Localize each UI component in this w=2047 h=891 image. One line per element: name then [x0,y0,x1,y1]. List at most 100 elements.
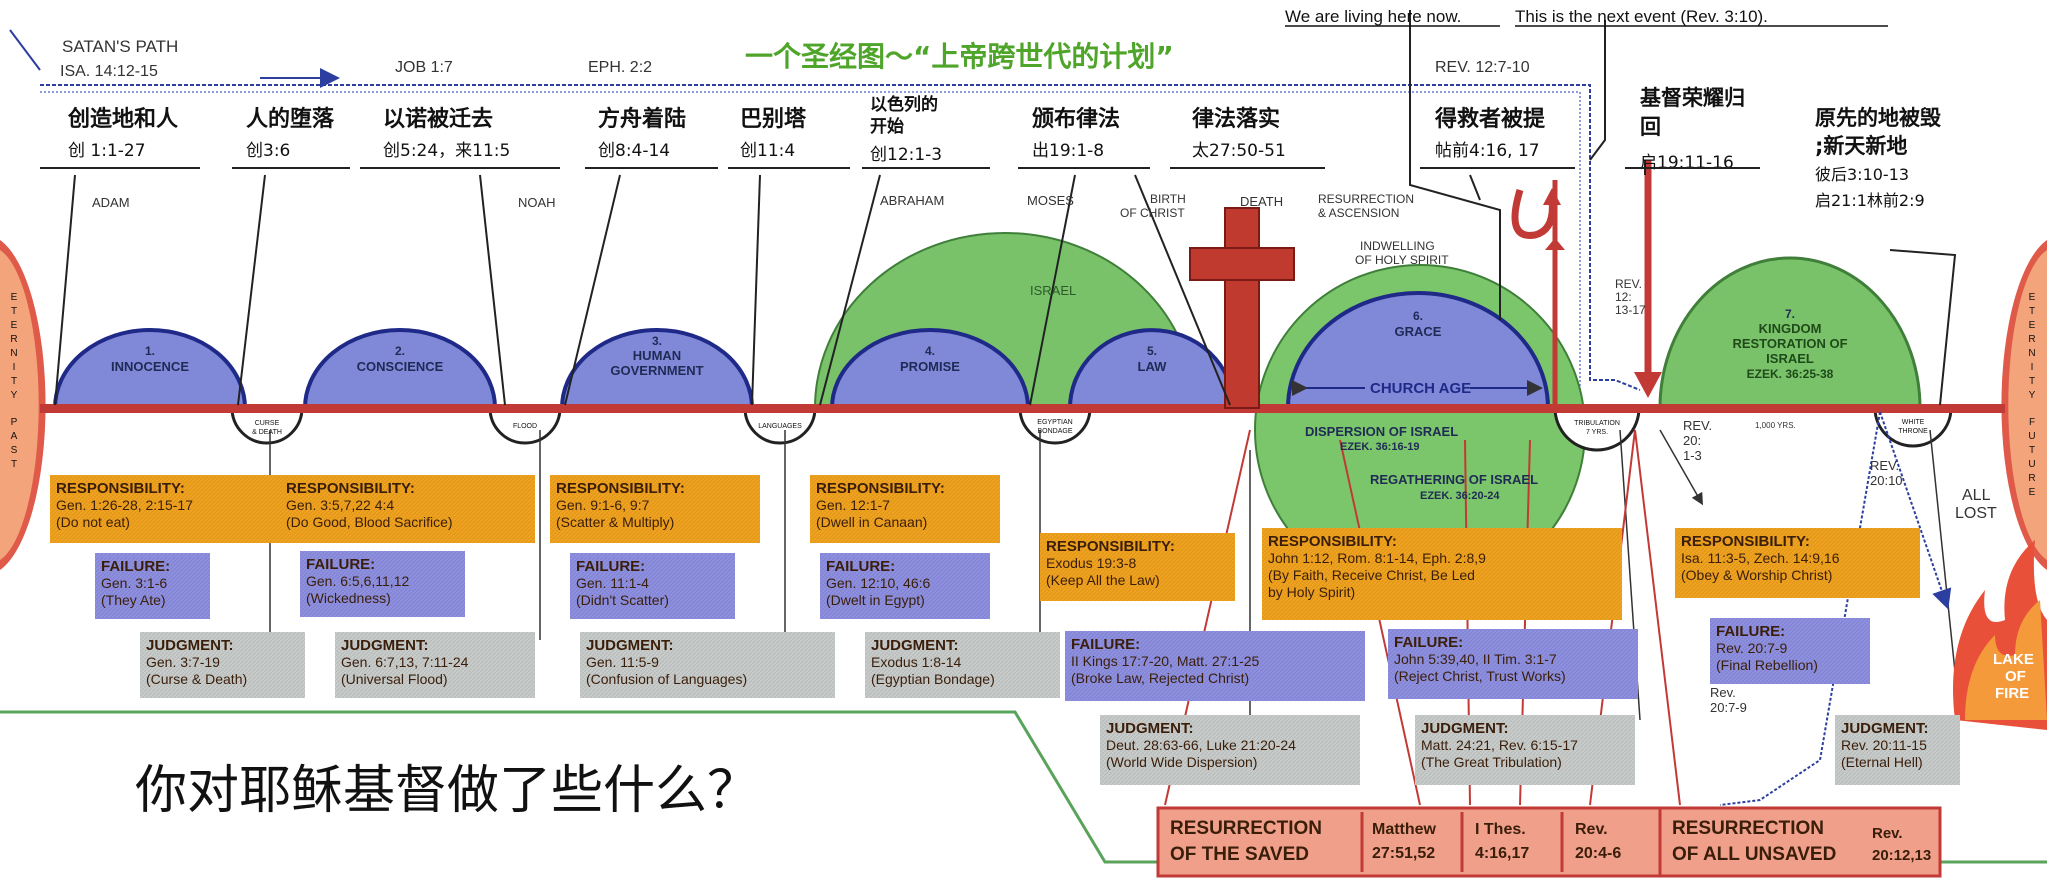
kingdom-dome [1658,256,1922,410]
event-ref: 彼后3:10-13 [1815,165,1909,184]
judgment-box-note: (Universal Flood) [341,671,448,687]
responsibility-box-ref: Gen. 1:26-28, 2:15-17 [56,497,193,513]
dispensation-name: LAW [1138,359,1168,374]
lake-of-fire-icon [1953,540,2047,730]
timeline-axis [40,404,2005,413]
event-title: 以诺被迁去 [383,106,493,132]
adam-label: ADAM [92,195,130,210]
responsibility-box-label: RESPONSIBILITY: [1268,533,1397,550]
event-ref: 创5:24，来11:5 [383,141,510,161]
responsibility-box-ref: Isa. 11:3-5, Zech. 14:9,16 [1681,550,1840,566]
rev-ref: REV. 12:7-10 [1435,59,1530,76]
satans-path-line [40,84,1641,391]
resurrection-saved-ref: 20:4-6 [1575,845,1621,862]
dispersion-ref: EZEK. 36:16-19 [1340,441,1419,453]
resurrection-saved-ref: 4:16,17 [1475,845,1529,862]
judgment-box-ref: Gen. 11:5-9 [586,654,659,670]
dispensation-name: GOVERNMENT [610,363,703,378]
chart-title: 一个圣经图～“上帝跨世代的计划” [745,40,1174,73]
event-ref: 创12:1-3 [870,145,942,165]
eternity-future-letter: U [2028,431,2035,442]
judgment-box-ref: Rev. 20:11-15 [1841,737,1927,753]
event-ref: 创11:4 [740,141,795,161]
responsibility-box-note: (By Faith, Receive Christ, Be Led [1268,567,1475,583]
death-label: DEATH [1240,194,1283,209]
eternity-future-letter: F [2029,417,2035,428]
failure-box-ref: Gen. 11:1-4 [576,575,649,591]
rev-20-7-9-label: Rev.20:7-9 [1710,685,1747,715]
failure-box: FAILURE:Gen. 3:1-6(They Ate) [95,553,210,619]
eternity-past-letter: T [11,459,17,470]
cross-icon [1189,207,1295,409]
noah-label: NOAH [518,195,556,210]
valley-label: TRIBULATION [1574,420,1620,427]
resurrection-saved-ref: Matthew [1372,821,1437,838]
responsibility-box-note: (Dwell in Canaan) [816,514,927,530]
judgment-box: JUDGMENT:Gen. 3:7-19(Curse & Death) [140,632,305,698]
event-ref: 创8:4-14 [598,141,670,161]
responsibility-box: RESPONSIBILITY:Isa. 11:3-5, Zech. 14:9,1… [1675,528,1920,598]
responsibility-box-label: RESPONSIBILITY: [1681,533,1810,550]
judgment-box-note: (The Great Tribulation) [1421,754,1562,770]
dispensation-name: ISRAEL [1766,351,1814,366]
resurrection-saved-label: RESURRECTION [1170,818,1322,839]
eternity-future-letter: E [2029,487,2036,498]
responsibility-box-ref: John 1:12, Rom. 8:1-14, Eph. 2:8,9 [1268,550,1486,566]
event-ref: 创 1:1-27 [68,141,146,161]
dispensation-name: HUMAN [633,348,681,363]
dispensation-number: 4. [925,344,935,358]
dispensation-name: RESTORATION OF [1732,336,1847,351]
responsibility-box-note: by Holy Spirit) [1268,584,1355,600]
church-age-label: CHURCH AGE [1370,380,1471,397]
eternity-future-letter: N [2028,348,2035,359]
failure-box-note: (Wickedness) [306,590,391,606]
judgment-box-ref: Deut. 28:63-66, Luke 21:20-24 [1106,737,1296,753]
judgment-box-label: JUDGMENT: [1106,720,1194,737]
event-title: 原先的地被毁 [1815,106,1941,130]
event-title: 颁布律法 [1032,106,1120,132]
failure-box-note: (Reject Christ, Trust Works) [1394,668,1566,684]
satans-path-line-inner [40,91,1581,392]
dispensation-name: KINGDOM [1759,321,1822,336]
failure-box-ref: Gen. 12:10, 46:6 [826,575,931,591]
event-ref: 启21:1林前2:9 [1815,191,1925,210]
eternity-future-letter: I [2031,362,2034,373]
eternity-future-letter: T [2029,445,2035,456]
eph-ref: EPH. 2:2 [588,59,652,76]
responsibility-box: RESPONSIBILITY:Gen. 12:1-7(Dwell in Cana… [810,475,1000,543]
judgment-box-note: (Egyptian Bondage) [871,671,995,687]
abraham-label: ABRAHAM [880,193,944,208]
valley-label: BONDAGE [1037,428,1072,435]
judgment-box-label: JUDGMENT: [871,637,959,654]
dispensation-name: GRACE [1395,324,1442,339]
satan-start-line [9,29,41,71]
dispensation-domes [52,291,1551,410]
responsibility-box: RESPONSIBILITY:Exodus 19:3-8(Keep All th… [1040,533,1235,601]
valley-label: 7 YRS. [1586,429,1608,436]
failure-box: FAILURE:Rev. 20:7-9(Final Rebellion) [1710,618,1870,684]
dispensation-number: 7. [1785,307,1795,321]
failure-box-note: (They Ate) [101,592,166,608]
responsibility-box-ref: Gen. 3:5,7,22 4:4 [286,497,394,513]
u-turn-arrow [1511,188,1556,239]
dispensation-name: PROMISE [900,359,960,374]
eternity-future-letter: E [2029,320,2036,331]
event-ref: 太27:50-51 [1192,141,1286,161]
judgment-box: JUDGMENT:Matt. 24:21, Rev. 6:15-17(The G… [1415,715,1635,785]
moses-label: MOSES [1027,193,1074,208]
living-here-note: We are living here now. [1285,7,1461,26]
failure-box: FAILURE:Gen. 12:10, 46:6(Dwelt in Egypt) [820,553,990,619]
failure-box-label: FAILURE: [1071,636,1140,653]
event-title: 基督荣耀归 [1640,86,1745,110]
responsibility-box-note: (Scatter & Multiply) [556,514,674,530]
judgment-box-note: (Confusion of Languages) [586,671,747,687]
responsibility-box-label: RESPONSIBILITY: [286,480,415,497]
eternity-future-letter: Y [2029,390,2036,401]
israel-label: ISRAEL [1030,283,1076,298]
rev-20-10-label: REV.20:10 [1870,458,1903,488]
